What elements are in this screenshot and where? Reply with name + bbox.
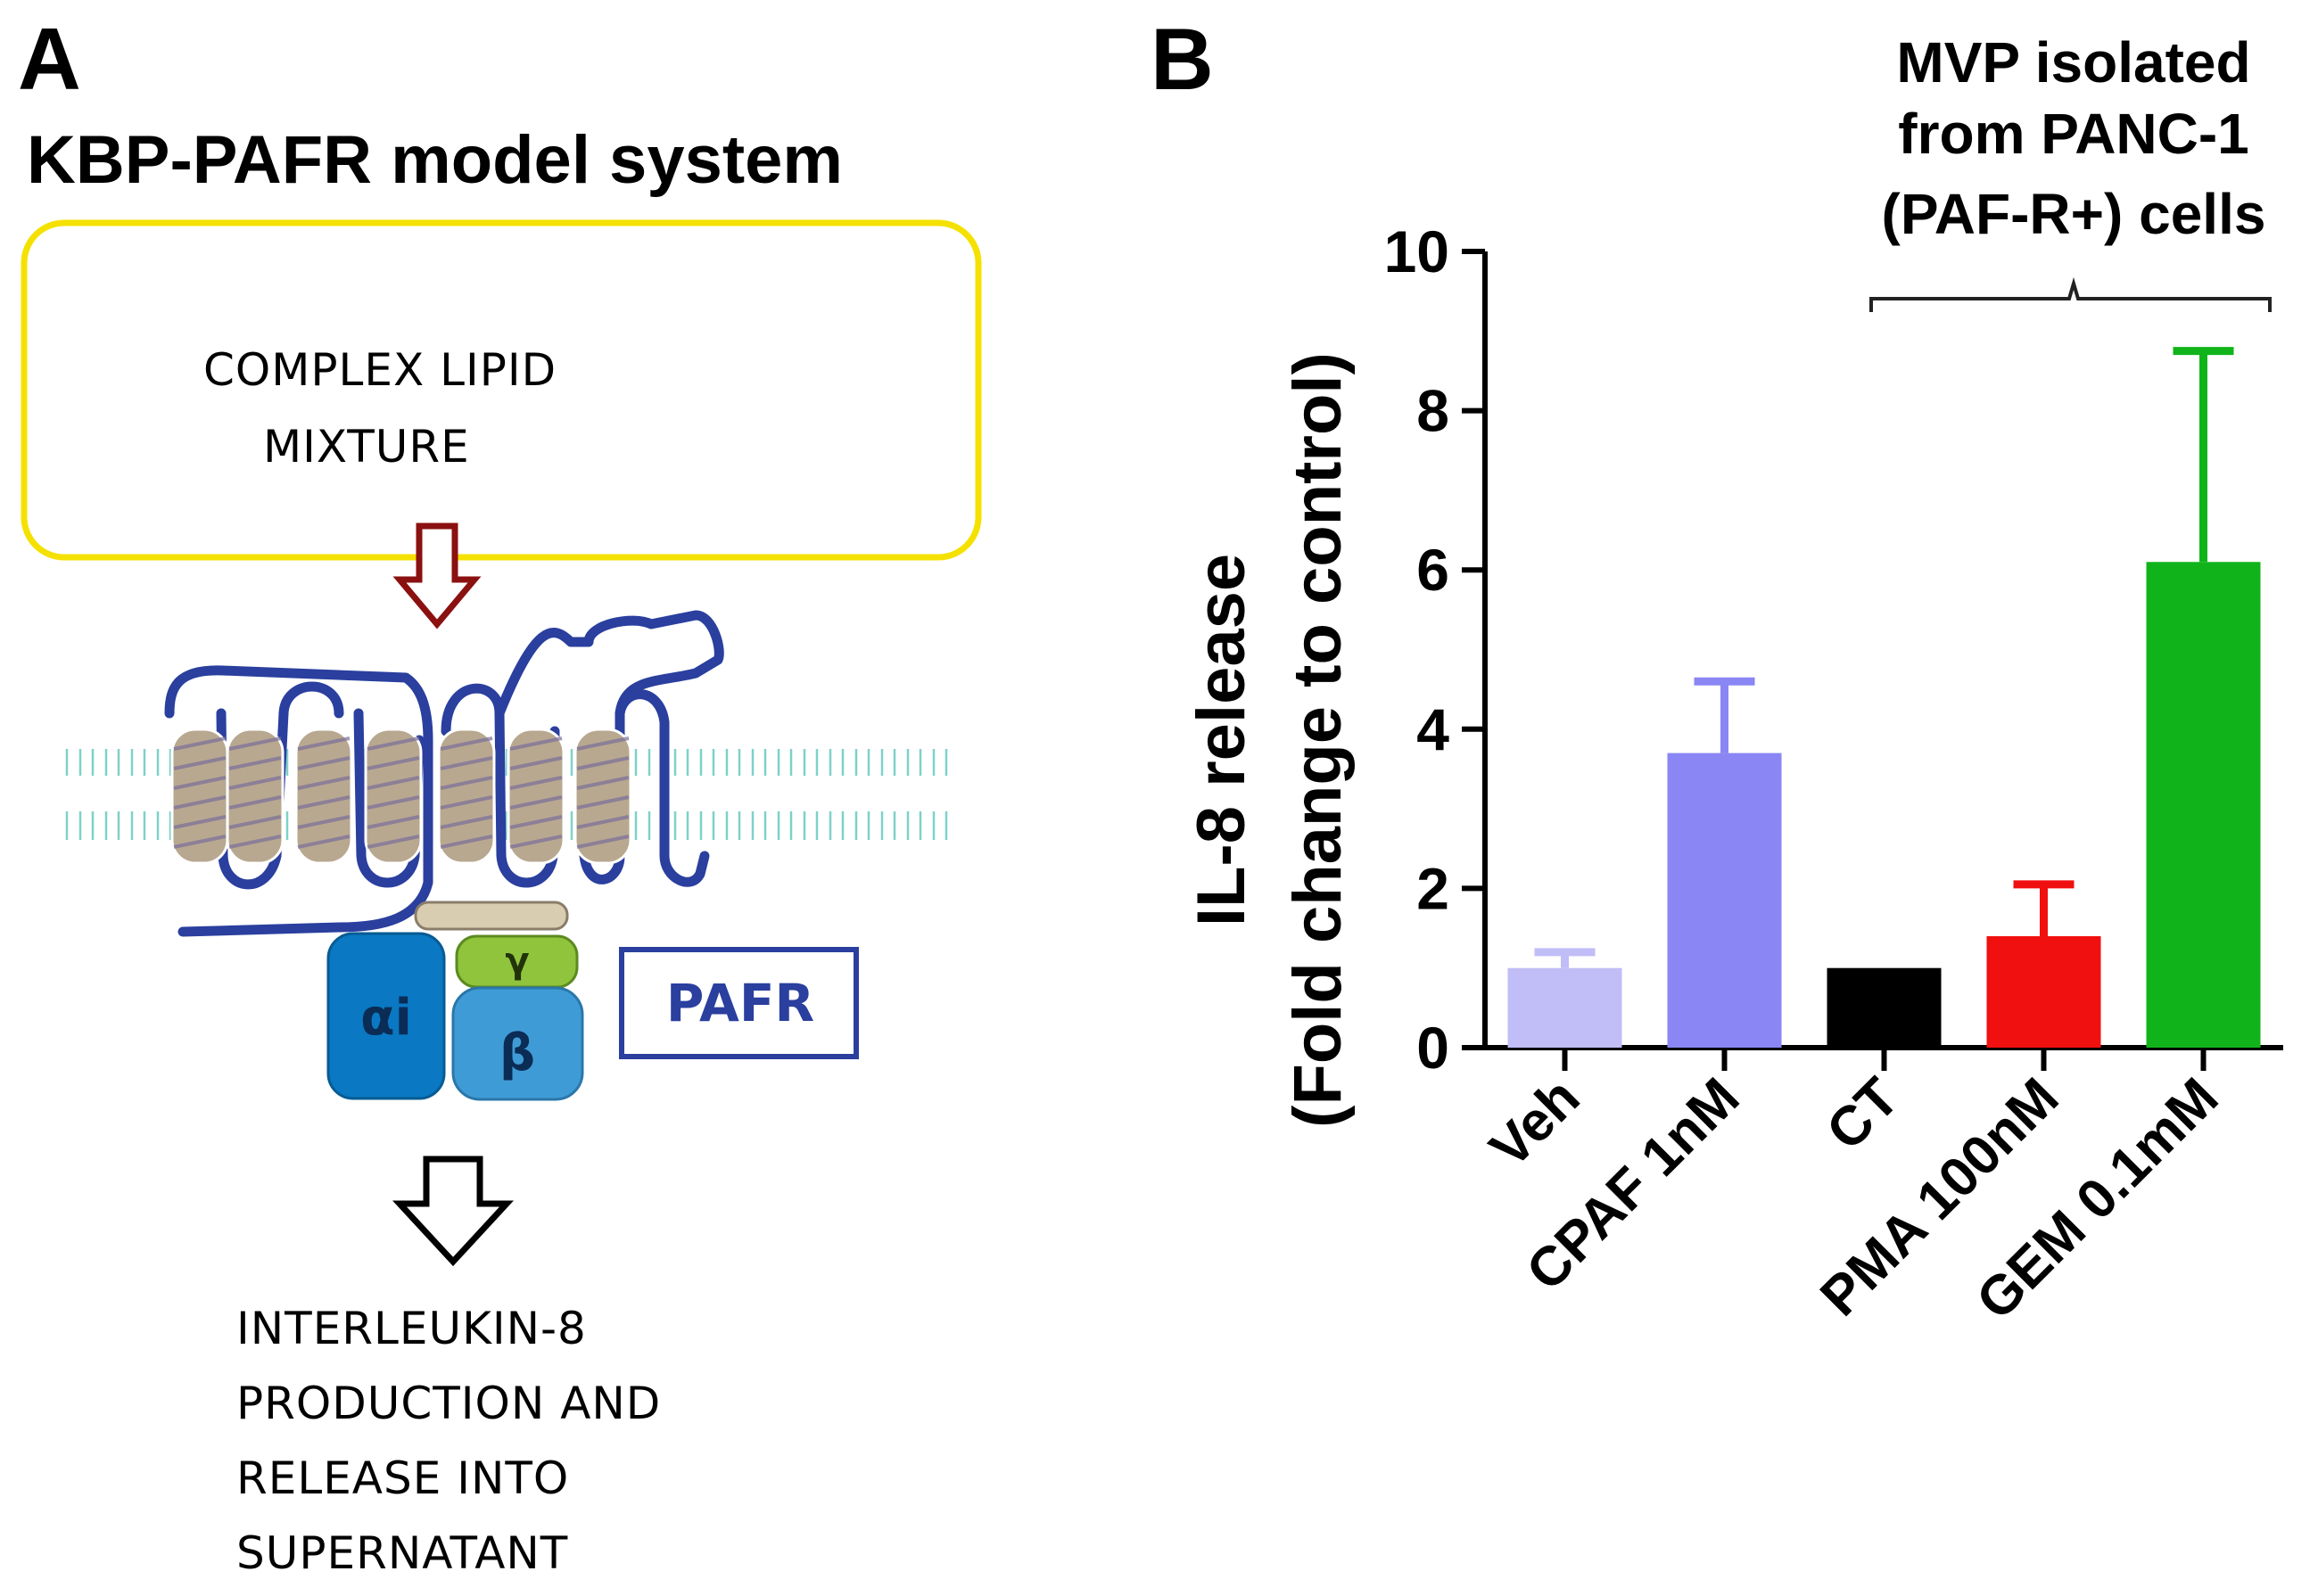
alpha-subunit bbox=[326, 932, 446, 1100]
pafr-label: PAFR bbox=[666, 973, 814, 1033]
lipid-box-line-2: MIXTURE bbox=[263, 421, 470, 473]
group-bracket bbox=[1869, 276, 2272, 312]
y-tick-label: 2 bbox=[1416, 855, 1449, 921]
alpha-subunit-label: αi bbox=[360, 989, 412, 1047]
bar bbox=[1507, 967, 1622, 1048]
output-line-1: INTERLEUKIN-8 bbox=[236, 1303, 587, 1354]
bar bbox=[1667, 753, 1782, 1048]
bracket-caption: MVP isolated from PANC-1 (PAF-R+) cells bbox=[1882, 30, 2266, 246]
output-line-4: SUPERNATANT bbox=[236, 1527, 568, 1579]
panel-a-title: KBP-PAFR model system bbox=[27, 122, 843, 198]
pafr-label-box bbox=[619, 947, 859, 1059]
output-line-3: RELEASE INTO bbox=[236, 1452, 569, 1504]
transmembrane-helices bbox=[170, 728, 632, 865]
beta-subunit bbox=[451, 986, 584, 1101]
y-tick-label: 4 bbox=[1416, 696, 1449, 762]
y-axis-title: IL-8 release (Fold change to control) bbox=[1184, 352, 1356, 1128]
y-tick-label: 0 bbox=[1416, 1015, 1449, 1081]
bar bbox=[2146, 562, 2261, 1048]
bar bbox=[1827, 967, 1942, 1048]
bracket-caption-line-1: MVP isolated bbox=[1896, 30, 2250, 95]
x-tick-label: Veh bbox=[1479, 1066, 1592, 1180]
lipid-box-line-1: COMPLEX LIPID bbox=[203, 344, 557, 396]
output-line-2: PRODUCTION AND bbox=[236, 1378, 661, 1429]
arrow-down-icon bbox=[392, 1156, 514, 1267]
y-tick-label: 10 bbox=[1384, 218, 1449, 284]
bracket-caption-line-3: (PAF-R+) cells bbox=[1882, 182, 2266, 246]
bar bbox=[1986, 935, 2101, 1048]
lipid-mixture-box bbox=[21, 219, 982, 561]
y-tick-label: 6 bbox=[1416, 537, 1449, 603]
gamma-subunit-label: γ bbox=[505, 941, 529, 982]
panel-b-letter: B bbox=[1151, 10, 1214, 108]
y-axis-title-line-2: (Fold change to control) bbox=[1280, 352, 1356, 1128]
panel-a-letter: A bbox=[18, 10, 81, 108]
beta-subunit-label: β bbox=[499, 1024, 535, 1082]
pafr-receptor-chain bbox=[164, 610, 724, 937]
x-tick-label: CT bbox=[1815, 1066, 1910, 1162]
arrow-down-icon bbox=[392, 522, 482, 629]
y-tick-label: 8 bbox=[1416, 378, 1449, 444]
membrane-anchor bbox=[414, 901, 569, 931]
bracket-caption-line-2: from PANC-1 bbox=[1898, 102, 2249, 166]
y-axis-title-line-1: IL-8 release bbox=[1184, 554, 1259, 926]
